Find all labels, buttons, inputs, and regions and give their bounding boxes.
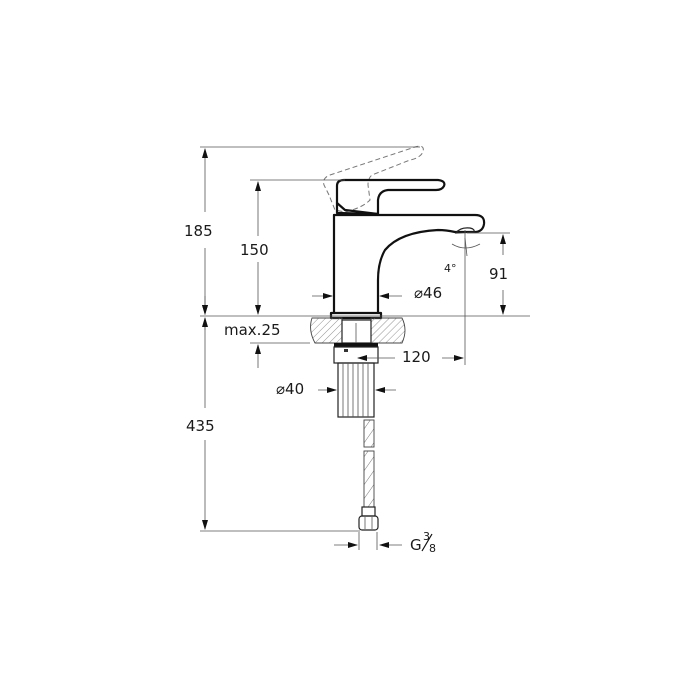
dim-spout-reach: 120	[402, 348, 431, 366]
nut-notch	[344, 349, 348, 352]
fixing-nut	[333, 346, 379, 364]
spout-outline	[332, 213, 486, 315]
handle-outline	[335, 178, 446, 216]
countertop-section	[310, 317, 406, 344]
dim-body-height: 150	[240, 241, 269, 259]
dim-below-counter-length: 435	[186, 417, 215, 435]
thread-denominator: 8	[429, 542, 436, 555]
flexible-hose	[358, 419, 379, 531]
thread-g-label: G	[410, 536, 422, 554]
handle-seam	[336, 211, 380, 216]
dimension-labels: 185 150 ⌀46 91 4° max.25 120 ⌀40 435 G 3…	[184, 222, 508, 555]
under-counter-assembly	[333, 343, 379, 531]
faucet-body	[323, 145, 486, 320]
angle-arc	[451, 243, 481, 249]
shank-thread	[341, 319, 372, 344]
hose-nut	[358, 515, 379, 531]
dim-max-counter-thickness: max.25	[224, 321, 281, 339]
base-ring	[329, 311, 383, 320]
dim-spout-angle: 4°	[444, 262, 457, 275]
countertop-right	[370, 317, 406, 344]
washer	[334, 343, 378, 347]
dim-body-diameter: ⌀46	[414, 284, 442, 302]
ribbed-sleeve	[337, 362, 375, 418]
hose-ferrule	[361, 506, 376, 517]
dimension-lines	[200, 146, 530, 550]
countertop-left	[310, 317, 343, 344]
dim-shank-diameter: ⌀40	[276, 380, 304, 398]
dim-connection-thread: G 3 8	[410, 530, 436, 555]
thread-numerator: 3	[423, 530, 430, 543]
dim-overall-height: 185	[184, 222, 213, 240]
dim-spout-height: 91	[489, 265, 508, 283]
aerator	[454, 227, 475, 234]
